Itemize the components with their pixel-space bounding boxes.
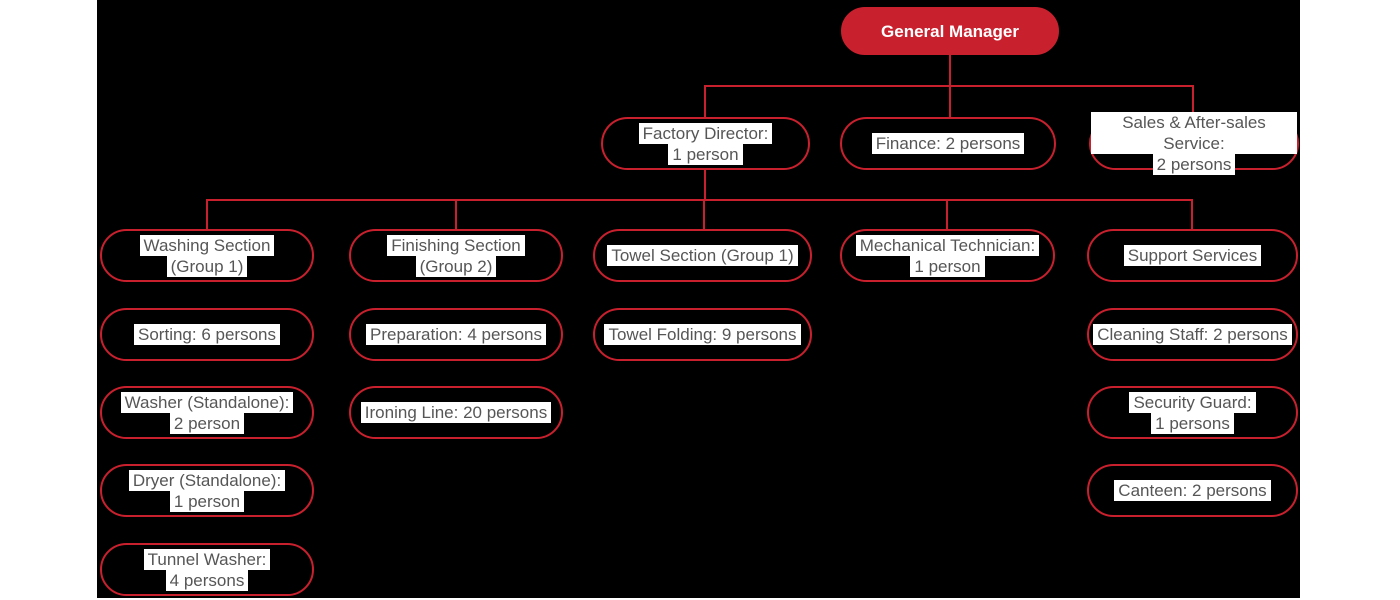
node-finance: Finance: 2 persons	[840, 117, 1056, 170]
node-label-line: Washer (Standalone):	[120, 391, 294, 413]
node-label-line: 4 persons	[165, 569, 249, 591]
node-finishing-section: Finishing Section (Group 2)	[349, 229, 563, 282]
connector-drop-sales-service	[1192, 85, 1194, 118]
node-label-line: Dryer (Standalone):	[128, 469, 286, 491]
node-label-line: Sales & After-sales Service:	[1091, 112, 1297, 154]
node-washing-section: Washing Section (Group 1)	[100, 229, 314, 282]
node-sales-after-sales-service: Sales & After-sales Service: 2 persons	[1089, 112, 1299, 175]
node-label-line: Washing Section	[139, 234, 275, 256]
node-label-line: Canteen: 2 persons	[1114, 480, 1271, 501]
node-label-line: Finishing Section	[387, 234, 525, 256]
node-sorting: Sorting: 6 persons	[100, 308, 314, 361]
node-preparation: Preparation: 4 persons	[349, 308, 563, 361]
node-cleaning-staff: Cleaning Staff: 2 persons	[1087, 308, 1298, 361]
node-label-line: Tunnel Washer:	[143, 548, 271, 570]
node-label-line: Cleaning Staff: 2 persons	[1093, 324, 1292, 345]
node-mechanical-technician: Mechanical Technician: 1 person	[840, 229, 1055, 282]
node-label-line: Preparation: 4 persons	[366, 324, 546, 345]
node-label-line: 1 person	[668, 143, 743, 165]
node-canteen: Canteen: 2 persons	[1087, 464, 1298, 517]
connector-drop-finishing-section	[455, 199, 457, 230]
connector-level2-horizontal	[704, 85, 1194, 87]
node-support-services: Support Services	[1087, 229, 1298, 282]
node-label-line: 1 person	[910, 255, 985, 277]
node-label-line: 2 persons	[1152, 154, 1236, 175]
node-security-guard: Security Guard: 1 persons	[1087, 386, 1298, 439]
node-label-line: Support Services	[1123, 245, 1262, 266]
connector-drop-support-services	[1191, 199, 1193, 230]
connector-drop-mechanical-technician	[946, 199, 948, 230]
node-label-line: Towel Section (Group 1)	[607, 245, 798, 266]
node-ironing-line: Ironing Line: 20 persons	[349, 386, 563, 439]
node-label-line: (Group 2)	[415, 255, 497, 277]
node-washer-standalone: Washer (Standalone): 2 person	[100, 386, 314, 439]
node-towel-folding: Towel Folding: 9 persons	[593, 308, 812, 361]
node-label-line: Factory Director:	[638, 122, 773, 144]
connector-drop-washing-section	[206, 199, 208, 230]
node-label-line: Security Guard:	[1129, 391, 1256, 413]
node-tunnel-washer: Tunnel Washer: 4 persons	[100, 543, 314, 596]
node-label-line: Ironing Line: 20 persons	[360, 402, 552, 423]
connector-drop-towel-section	[703, 199, 705, 230]
connector-drop-factory-director	[704, 85, 706, 118]
node-label-line: Finance: 2 persons	[871, 133, 1025, 154]
node-general-manager: General Manager	[841, 7, 1059, 55]
connector-factory-director-vertical	[704, 170, 706, 201]
node-label-line: 1 person	[169, 490, 245, 512]
node-label-line: Mechanical Technician:	[855, 234, 1040, 256]
node-label-line: Sorting: 6 persons	[134, 324, 280, 345]
node-label-line: General Manager	[881, 21, 1019, 41]
node-towel-section: Towel Section (Group 1)	[593, 229, 812, 282]
node-label-line: (Group 1)	[166, 255, 248, 277]
node-dryer-standalone: Dryer (Standalone): 1 person	[100, 464, 314, 517]
node-factory-director: Factory Director: 1 person	[601, 117, 810, 170]
node-label-line: 1 persons	[1151, 412, 1234, 434]
connector-level3-horizontal	[206, 199, 1193, 201]
node-label-line: Towel Folding: 9 persons	[604, 324, 801, 345]
node-label-line: 2 person	[169, 412, 245, 434]
